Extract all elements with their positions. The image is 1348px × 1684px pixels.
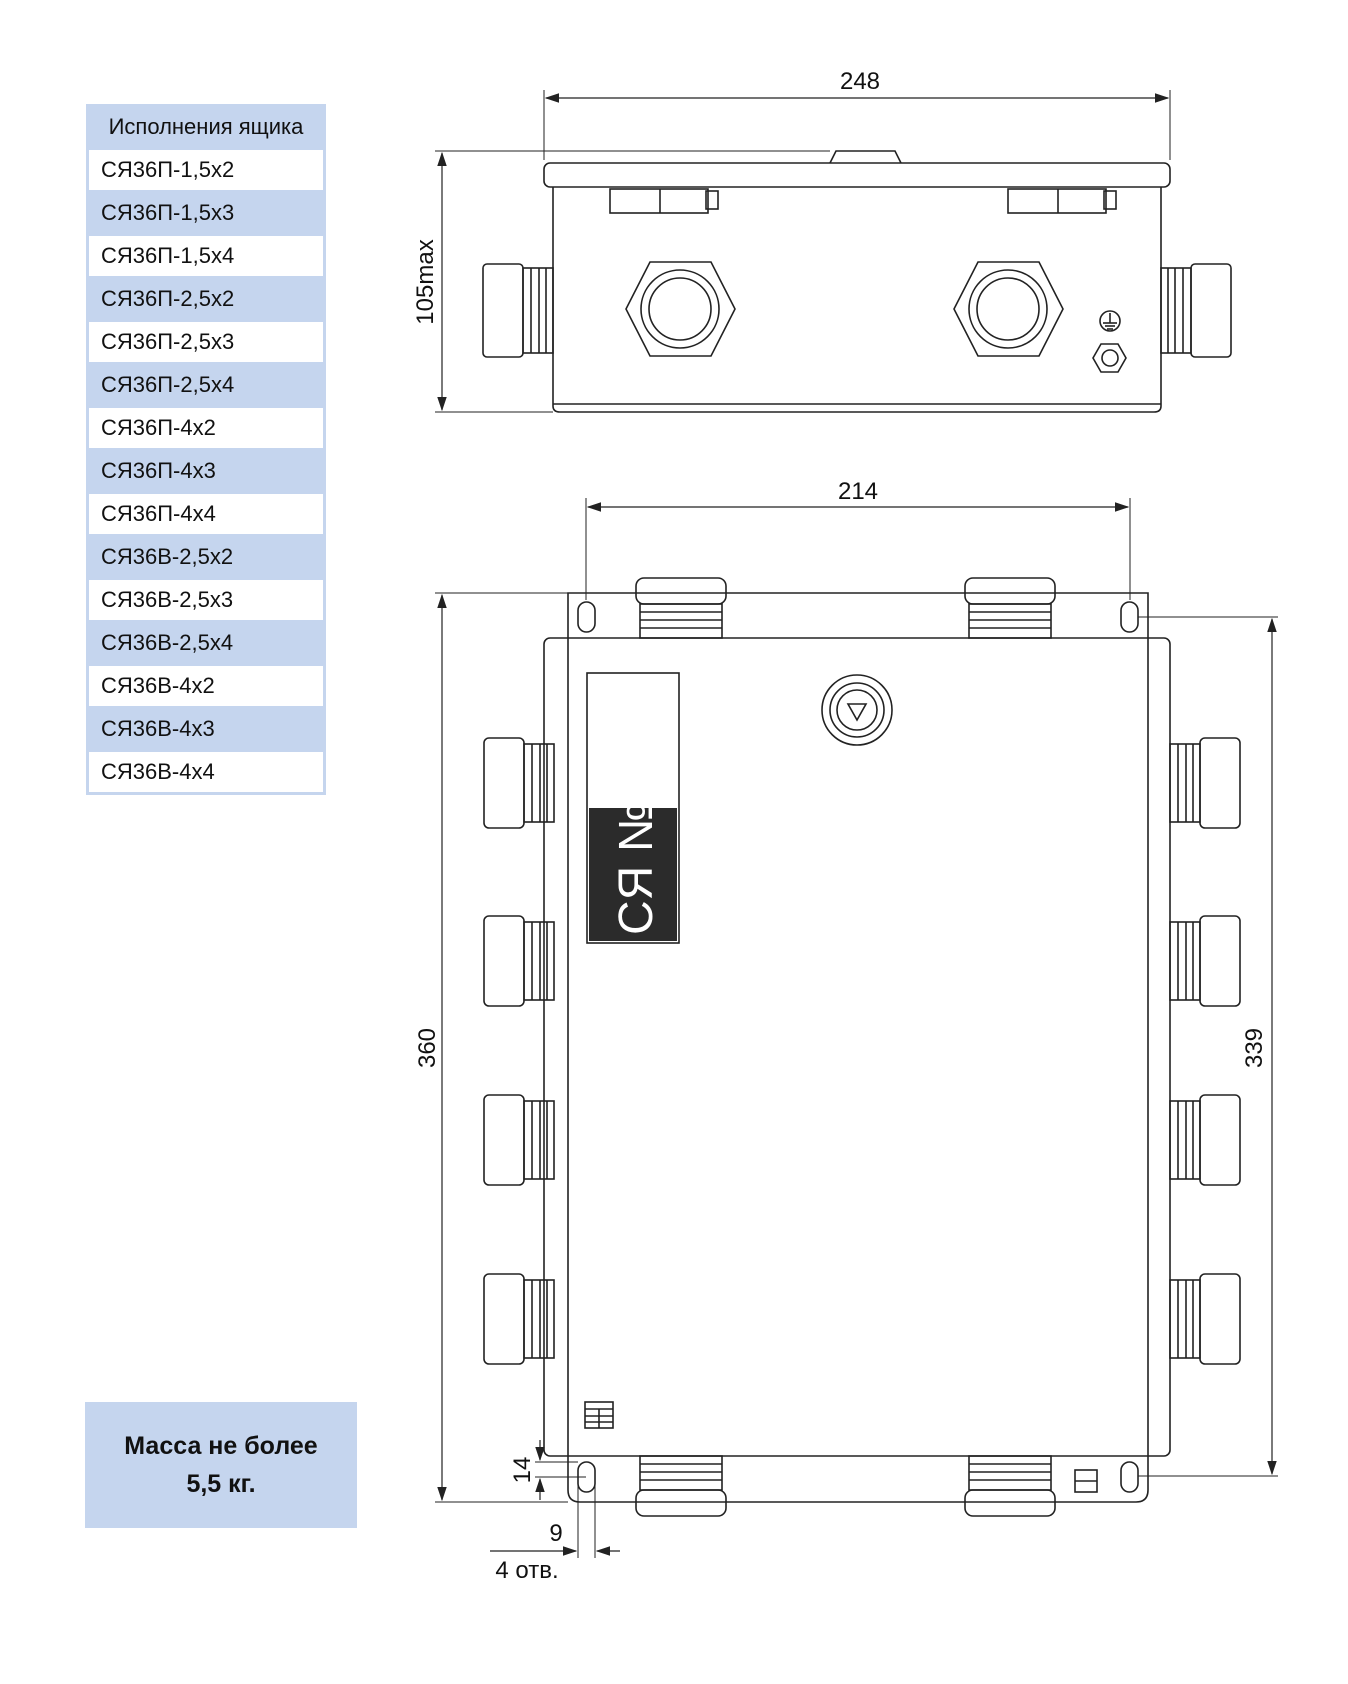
variant-row: СЯ36В-4х3 xyxy=(89,709,323,749)
dim-mount-spacing: 214 xyxy=(838,478,878,505)
ground-icon xyxy=(1099,310,1121,332)
variant-row: СЯ36В-2,5х3 xyxy=(89,580,323,620)
side-gland-thread xyxy=(1169,1279,1201,1359)
bottom-gland-right xyxy=(964,1455,1056,1517)
side-gland-cap xyxy=(1199,915,1241,1007)
variant-row: СЯ36В-2,5х2 xyxy=(89,537,323,577)
side-gland-cap xyxy=(483,1094,525,1186)
mount-hole xyxy=(1120,1461,1139,1493)
side-gland-thread xyxy=(523,1100,555,1180)
dim-hole-offset: 14 xyxy=(509,1457,536,1484)
top-gland-left xyxy=(635,577,727,639)
side-gland-cap xyxy=(1199,1273,1241,1365)
mount-hole xyxy=(1120,601,1139,633)
variant-row: СЯ36В-2,5х4 xyxy=(89,623,323,663)
top-gland-right xyxy=(964,577,1056,639)
variant-row: СЯ36П-2,5х4 xyxy=(89,365,323,405)
dim-mount-height: 339 xyxy=(1241,1028,1268,1068)
variant-row: СЯ36П-1,5х4 xyxy=(89,236,323,276)
side-view xyxy=(435,90,1232,413)
label-plate-text: СЯ № xyxy=(610,801,663,935)
mass-box: Масса не более 5,5 кг. xyxy=(85,1402,357,1528)
side-gland-thread xyxy=(523,1279,555,1359)
front-gland-left xyxy=(625,261,736,357)
label-plate: СЯ № xyxy=(586,672,680,944)
variant-row: СЯ36П-1,5х2 xyxy=(89,150,323,190)
variant-row: СЯ36П-2,5х3 xyxy=(89,322,323,362)
variant-row: СЯ36П-4х3 xyxy=(89,451,323,491)
mass-line-1: Масса не более xyxy=(124,1432,318,1460)
variant-row: СЯ36П-1,5х3 xyxy=(89,193,323,233)
variant-row: СЯ36П-2,5х2 xyxy=(89,279,323,319)
side-gland-left xyxy=(482,263,554,358)
bottom-gland-left xyxy=(635,1455,727,1517)
side-gland-thread xyxy=(1169,921,1201,1001)
ground-bolt xyxy=(1092,343,1127,373)
dim-holes-note: 4 отв. xyxy=(495,1557,558,1584)
triangle-warning-icon xyxy=(821,674,893,746)
side-gland-thread xyxy=(1169,743,1201,823)
side-gland-thread xyxy=(1169,1100,1201,1180)
dim-hole-size: 9 xyxy=(549,1520,562,1547)
right-side-glands xyxy=(1169,737,1241,1365)
left-side-glands xyxy=(483,737,555,1365)
variant-row: СЯ36В-4х4 xyxy=(89,752,323,792)
latch-right xyxy=(1007,188,1117,214)
side-gland-cap xyxy=(1199,737,1241,829)
side-gland-cap xyxy=(483,915,525,1007)
front-view: СЯ № xyxy=(435,498,1278,1558)
variant-row: СЯ36П-4х4 xyxy=(89,494,323,534)
front-gland-right xyxy=(953,261,1064,357)
side-gland-thread xyxy=(523,743,555,823)
bottom-ground-bolt xyxy=(1074,1469,1098,1493)
dim-height-max: 105max xyxy=(412,239,439,324)
latch-left xyxy=(609,188,719,214)
mount-hole xyxy=(577,601,596,633)
side-gland-cap xyxy=(483,737,525,829)
side-gland-cap xyxy=(483,1273,525,1365)
side-gland-right xyxy=(1160,263,1232,358)
marking-icon xyxy=(584,1401,614,1429)
side-gland-cap xyxy=(1199,1094,1241,1186)
dim-overall-height: 360 xyxy=(414,1028,441,1068)
side-gland-thread xyxy=(523,921,555,1001)
variant-row: СЯ36В-4х2 xyxy=(89,666,323,706)
variant-row: СЯ36П-4х2 xyxy=(89,408,323,448)
mass-line-2: 5,5 кг. xyxy=(186,1470,256,1498)
variants-header: Исполнения ящика xyxy=(89,107,323,147)
dim-top-width: 248 xyxy=(840,68,880,95)
